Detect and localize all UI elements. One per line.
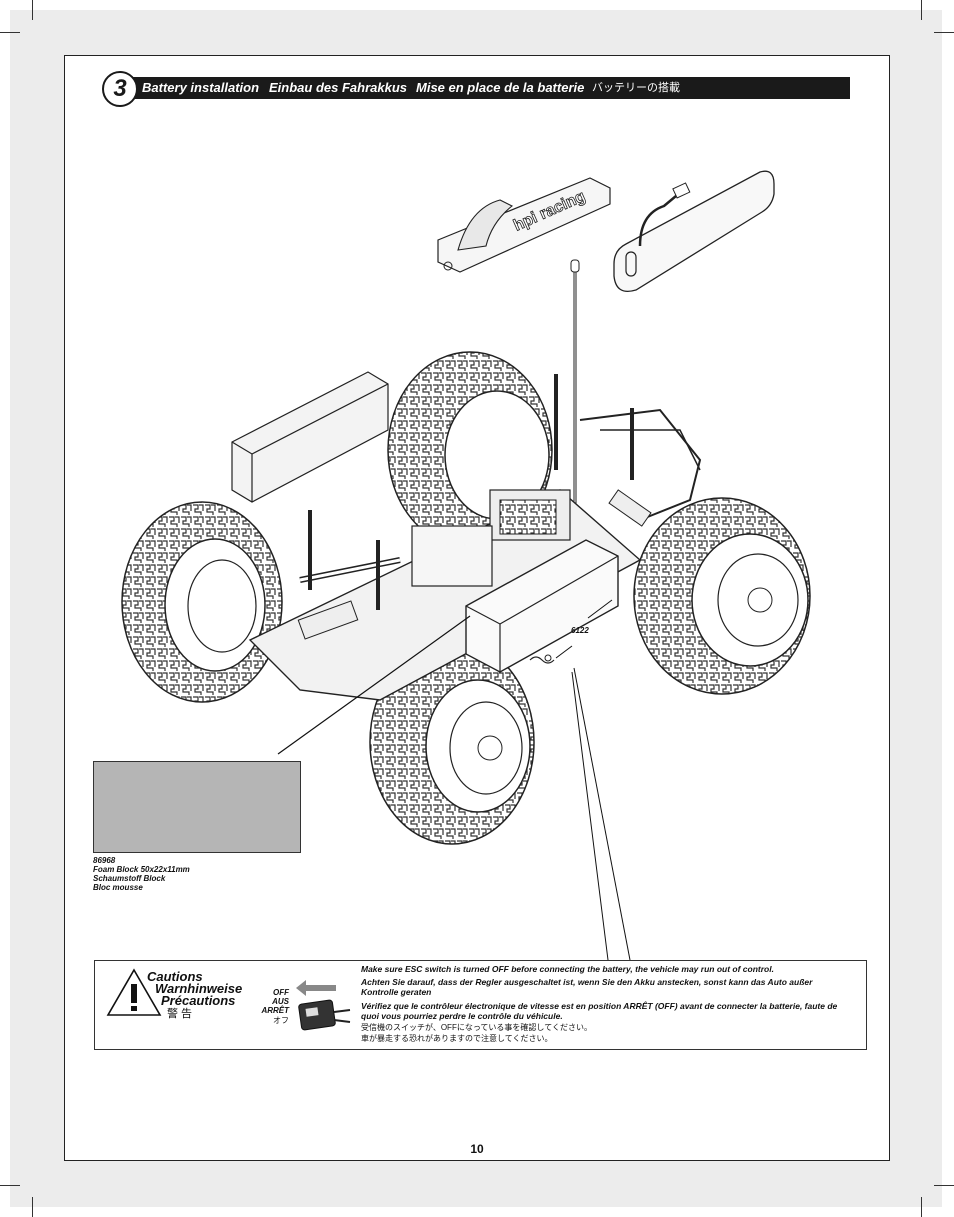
chassis (248, 374, 702, 701)
leader-line-switch (571, 671, 609, 961)
warning-text-jp-1: 受信機のスイッチが、OFFになっている事を確認してください。 (361, 1023, 592, 1032)
body-clip-6122 (529, 654, 555, 664)
switch-off-jp: オフ (273, 1016, 289, 1025)
battery-cover: hpi racing (437, 177, 611, 273)
battery-pack (231, 371, 389, 503)
arrow-left-icon (296, 980, 336, 996)
foam-name-en: Foam Block 50x22x11mm (93, 865, 190, 874)
step-title-de: Einbau des Fahrakkus (269, 80, 407, 95)
step-number: 3 (102, 71, 138, 107)
leader-line-switch (573, 667, 631, 961)
crop-mark (921, 1197, 922, 1217)
switch-off-de: AUS (272, 997, 289, 1006)
switch-off-en: OFF (273, 988, 289, 997)
step-title-jp: バッテリーの搭載 (592, 82, 680, 94)
antenna (570, 259, 580, 530)
clip-part-number: 6122 (571, 626, 589, 635)
crop-mark (0, 1185, 20, 1186)
caution-heading-jp: 警 告 (167, 1008, 193, 1020)
wheel-rear-right (633, 497, 811, 695)
warning-text-fr: Vérifiez que le contrôleur électronique … (361, 1001, 838, 1021)
warning-text-de: Achten Sie darauf, dass der Regler ausge… (361, 977, 813, 997)
caution-box (94, 960, 867, 1050)
warning-triangle-icon (106, 968, 162, 1016)
crop-mark (921, 0, 922, 20)
foam-block-label: 86968 Foam Block 50x22x11mm Schaumstoff … (93, 856, 190, 892)
page-number: 10 (470, 1142, 484, 1156)
caution-heading-de: Warnhinweise (155, 981, 243, 996)
foam-name-de: Schaumstoff Block (93, 874, 166, 883)
crop-mark (32, 0, 33, 20)
crop-mark (32, 1197, 33, 1217)
foam-name-fr: Bloc mousse (93, 883, 143, 892)
wheel-front-left (121, 501, 283, 703)
warning-text-en: Make sure ESC switch is turned OFF befor… (361, 964, 774, 974)
crop-mark (0, 32, 20, 33)
caution-heading-en: Cautions (147, 969, 203, 984)
battery-with-plug (613, 170, 775, 293)
switch-off-fr: ARRÊT (261, 1006, 289, 1015)
leader-line-clip (587, 599, 613, 619)
caution-heading-fr: Précautions (161, 993, 236, 1008)
leader-line-foam (277, 615, 471, 755)
foam-block-illustration (93, 761, 301, 853)
foam-part-number: 86968 (93, 856, 116, 865)
crop-mark (934, 1185, 954, 1186)
esc-switch-icon (296, 980, 351, 1031)
leader-line-clip (555, 645, 573, 659)
crop-mark (934, 32, 954, 33)
step-title-fr: Mise en place de la batterie (416, 80, 585, 95)
step-header-bar: Battery installation Einbau des Fahrakku… (122, 77, 850, 99)
step-title-en: Battery installation (142, 80, 260, 95)
wheel-rear-left (369, 639, 535, 845)
warning-text-jp-2: 車が暴走する恐れがありますので注意してください。 (361, 1034, 553, 1043)
